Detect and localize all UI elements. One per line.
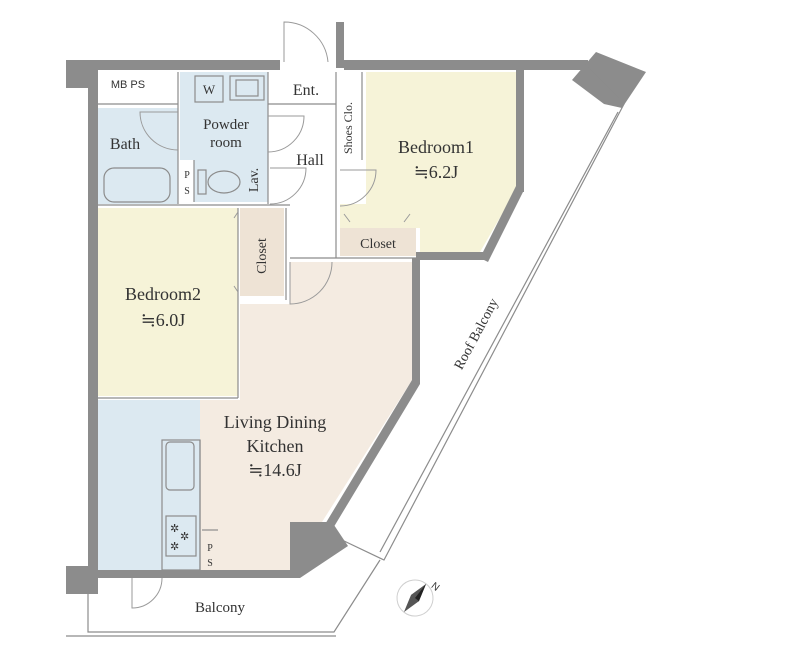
roof-balcony-inner: [379, 111, 619, 553]
label-mb-ps: MB PS: [111, 79, 145, 91]
wall-inner-v1: [336, 22, 344, 68]
label-washer: W: [203, 82, 216, 97]
stove-burners: [165, 515, 197, 557]
powder-door[interactable]: [267, 115, 305, 153]
bath-door[interactable]: [139, 111, 179, 151]
wall-left: [88, 60, 98, 580]
kitchen-sink: [165, 441, 195, 491]
window-ldk-diagonal-a: [341, 409, 397, 501]
wall-top-right: [344, 60, 588, 70]
label-ps-lower-p: P: [207, 543, 213, 554]
wall-bedroom1-diagonal: [480, 186, 524, 262]
closet1-door-marks: [343, 213, 411, 223]
bedroom1-area: [340, 72, 516, 252]
label-bath: Bath: [110, 136, 140, 153]
wall-ldk-diagonal: [324, 380, 420, 530]
label-shoes-closet: Shoes Clo.: [341, 102, 355, 154]
label-powder-2: room: [210, 135, 242, 151]
label-bedroom1-size: ≒6.2J: [414, 162, 459, 182]
kitchen-area: [98, 400, 200, 570]
label-closet1: Closet: [360, 237, 396, 252]
label-roof-balcony: Roof Balcony: [452, 296, 502, 372]
label-balcony: Balcony: [195, 600, 245, 616]
label-ps-lower-s: S: [207, 558, 213, 569]
lav-door[interactable]: [269, 167, 307, 205]
label-powder-1: Powder: [203, 117, 249, 133]
burner-icon-3: ✲: [170, 541, 179, 553]
label-entrance: Ent.: [293, 82, 319, 99]
sink-basin: [235, 79, 259, 97]
closet1-area: [340, 228, 416, 256]
bedroom1-door[interactable]: [339, 169, 377, 207]
label-bedroom1-name: Bedroom1: [398, 137, 474, 157]
roof-balcony-outline: [341, 67, 625, 561]
wall-corner-column: [572, 52, 646, 108]
ps-upper-area: [180, 160, 194, 202]
sink-fixture: [229, 75, 265, 101]
kitchen-counter: [161, 439, 201, 571]
balcony-outline: [87, 559, 381, 633]
label-ps-upper-s: S: [184, 186, 190, 197]
toilet-tank: [197, 169, 207, 195]
balcony-door[interactable]: [131, 577, 163, 609]
bathtub-fixture: [103, 167, 171, 203]
label-compass-n: N: [429, 581, 441, 594]
ldk-area: [200, 262, 412, 570]
wall-ldk-corner: [290, 522, 348, 578]
bedroom2-area: [98, 208, 238, 396]
burner-icon-1: ✲: [170, 523, 179, 535]
wall-top-left: [88, 60, 280, 70]
label-bedroom2-size: ≒6.0J: [141, 310, 186, 330]
label-lav: Lav.: [247, 168, 262, 192]
ldk-door[interactable]: [289, 261, 333, 305]
label-ldk-1: Living Dining: [224, 412, 327, 432]
label-hall: Hall: [296, 152, 324, 169]
label-ldk-2: Kitchen: [247, 436, 304, 456]
label-ps-upper-p: P: [184, 170, 190, 181]
burner-icon-2: ✲: [180, 531, 189, 543]
toilet-bowl: [207, 170, 241, 194]
wall-bottom: [88, 570, 298, 578]
bath-area: [98, 108, 178, 204]
label-bedroom2-name: Bedroom2: [125, 284, 201, 304]
closet2-door-marks: [233, 211, 239, 293]
mb-ps-area: [98, 68, 158, 98]
north-compass-icon: [396, 579, 434, 617]
wall-bedroom1-bottom: [416, 252, 486, 260]
closet2-area: [240, 208, 284, 296]
window-ldk-diagonal-b: [346, 412, 402, 504]
washer-fixture: [194, 75, 224, 103]
label-closet2: Closet: [255, 238, 270, 274]
entrance-door[interactable]: [283, 21, 329, 63]
label-ldk-size: ≒14.6J: [248, 460, 302, 480]
